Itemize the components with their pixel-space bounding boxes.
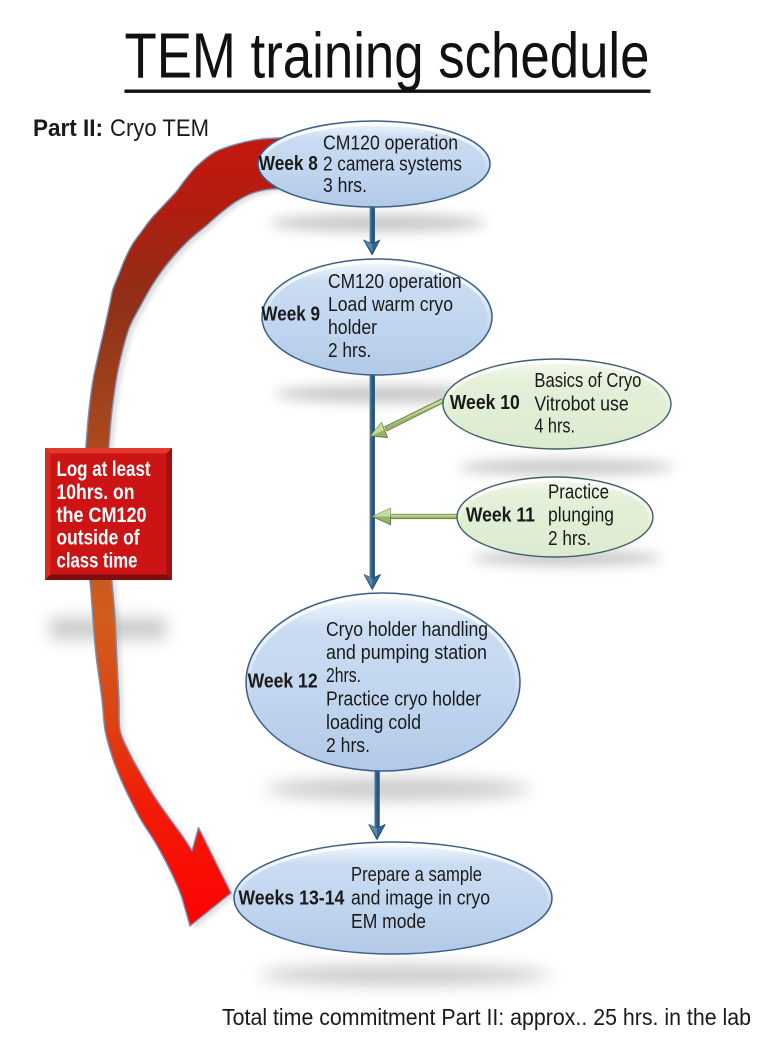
svg-text:plunging: plunging bbox=[548, 505, 614, 527]
svg-text:Cryo TEM: Cryo TEM bbox=[110, 115, 209, 142]
svg-text:2 hrs.: 2 hrs. bbox=[326, 735, 370, 757]
svg-text:Total time commitment Part II:: Total time commitment Part II: approx.. … bbox=[222, 1004, 751, 1030]
svg-text:Practice: Practice bbox=[548, 482, 609, 504]
svg-text:3 hrs.: 3 hrs. bbox=[323, 175, 367, 197]
svg-text:Cryo holder handling: Cryo holder handling bbox=[326, 619, 488, 641]
svg-text:loading cold: loading cold bbox=[326, 712, 421, 734]
svg-text:10hrs. on: 10hrs. on bbox=[57, 481, 135, 504]
svg-text:CM120 operation: CM120 operation bbox=[323, 132, 458, 154]
svg-text:2 hrs.: 2 hrs. bbox=[548, 528, 591, 550]
svg-text:4 hrs.: 4 hrs. bbox=[534, 416, 575, 438]
svg-text:and pumping station: and pumping station bbox=[326, 642, 487, 664]
svg-text:holder: holder bbox=[328, 317, 377, 339]
svg-text:Part II:: Part II: bbox=[33, 115, 103, 142]
svg-text:Week 9: Week 9 bbox=[261, 304, 320, 326]
svg-text:outside of: outside of bbox=[57, 527, 141, 550]
svg-text:2 camera systems: 2 camera systems bbox=[323, 154, 462, 176]
svg-text:class time: class time bbox=[57, 549, 138, 572]
svg-text:Weeks 13-14: Weeks 13-14 bbox=[238, 888, 345, 910]
svg-text:Week 12: Week 12 bbox=[248, 671, 318, 693]
svg-text:TEM training schedule: TEM training schedule bbox=[125, 20, 650, 92]
svg-text:Week 10: Week 10 bbox=[450, 392, 520, 414]
svg-text:Vitrobot use: Vitrobot use bbox=[534, 394, 628, 416]
svg-text:Log at least: Log at least bbox=[57, 458, 151, 481]
svg-text:Week 8: Week 8 bbox=[259, 153, 318, 175]
svg-text:Week 11: Week 11 bbox=[466, 505, 535, 527]
svg-text:2hrs.: 2hrs. bbox=[326, 665, 361, 687]
svg-text:the CM120: the CM120 bbox=[57, 504, 147, 527]
svg-text:2 hrs.: 2 hrs. bbox=[328, 340, 371, 362]
svg-text:EM mode: EM mode bbox=[351, 911, 426, 933]
svg-text:Practice cryo holder: Practice cryo holder bbox=[326, 689, 481, 711]
svg-text:Prepare a sample: Prepare a sample bbox=[351, 864, 482, 886]
svg-text:CM120 operation: CM120 operation bbox=[328, 271, 462, 293]
svg-text:Basics of Cryo: Basics of Cryo bbox=[534, 370, 641, 392]
svg-text:and image in cryo: and image in cryo bbox=[351, 888, 490, 910]
svg-text:Load warm cryo: Load warm cryo bbox=[328, 294, 453, 316]
